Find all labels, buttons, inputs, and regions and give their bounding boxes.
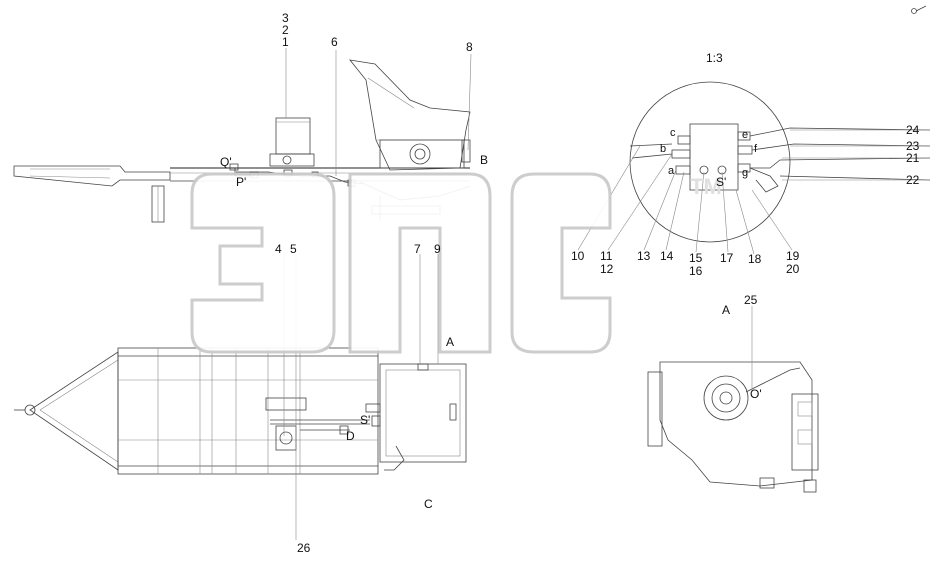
view-letters: 1:3 B A A C D [346, 51, 730, 511]
plan-view [14, 347, 467, 475]
view-letter-c: C [424, 497, 433, 511]
callout-21: 21 [906, 151, 920, 165]
callout-10: 10 [571, 249, 585, 263]
port-a: a [668, 165, 675, 177]
callout-25: 25 [744, 293, 758, 307]
port-g: g [742, 167, 748, 179]
callout-12: 12 [600, 262, 614, 276]
detail-view-1-3 [629, 81, 931, 243]
view-letter-a-top: A [446, 335, 454, 349]
view-letter-d: D [346, 429, 355, 443]
callout-11: 11 [600, 249, 613, 263]
callout-23: 23 [906, 139, 920, 153]
callout-19: 19 [786, 249, 800, 263]
callout-18: 18 [748, 252, 762, 266]
port-q: Q' [220, 155, 232, 169]
watermark-logo: TM [190, 172, 722, 354]
callout-6: 6 [331, 35, 338, 49]
callout-2: 2 [282, 23, 289, 37]
callout-8: 8 [466, 40, 473, 54]
callout-numbers: 3 2 1 6 8 4 5 7 9 26 25 10 11 12 13 14 1… [275, 11, 920, 555]
port-e: e [742, 129, 748, 141]
callout-22: 22 [906, 173, 920, 187]
detail-scale-label: 1:3 [706, 51, 723, 65]
callout-20: 20 [786, 262, 800, 276]
view-letter-b: B [480, 153, 488, 167]
port-s-detail: S' [716, 175, 726, 189]
view-a [647, 361, 819, 493]
watermark-sub-text: TM [690, 174, 722, 199]
callout-13: 13 [637, 249, 651, 263]
port-c: c [670, 127, 676, 139]
callout-26: 26 [297, 541, 311, 555]
view-letter-a-right: A [722, 303, 730, 317]
port-labels: Q' P' S' O' S' a b c e f g [220, 127, 762, 427]
port-s-main: S' [360, 413, 370, 427]
port-o: O' [750, 387, 762, 401]
callout-24: 24 [906, 123, 920, 137]
callout-9: 9 [434, 242, 441, 256]
callout-1: 1 [282, 35, 289, 49]
callout-16: 16 [689, 264, 703, 278]
port-f: f [754, 143, 758, 155]
callout-4: 4 [275, 242, 282, 256]
callout-7: 7 [414, 242, 421, 256]
callout-17: 17 [720, 251, 734, 265]
callout-15: 15 [689, 251, 703, 265]
callout-5: 5 [290, 242, 297, 256]
callout-14: 14 [660, 249, 674, 263]
port-p: P' [236, 175, 246, 189]
corner-mark-icon [911, 5, 927, 14]
port-b: b [660, 143, 666, 155]
callout-3: 3 [282, 11, 289, 25]
